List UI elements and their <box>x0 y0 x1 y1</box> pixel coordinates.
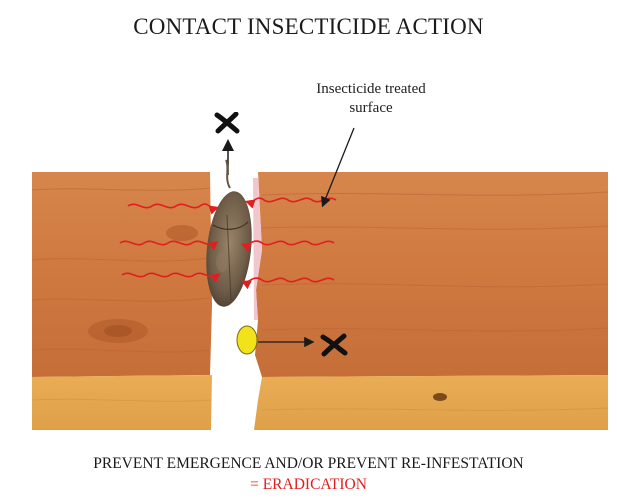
callout-line-2: surface <box>276 99 466 118</box>
cross-mark-icon <box>214 112 240 134</box>
diagram-title: CONTACT INSECTICIDE ACTION <box>0 14 617 40</box>
callout-label: Insecticide treated surface <box>276 80 466 118</box>
egg <box>237 326 257 354</box>
equals-sign: = <box>250 476 259 493</box>
eradication-label: ERADICATION <box>263 476 367 493</box>
result-conclusion: = ERADICATION <box>0 476 617 494</box>
cross-mark-icon <box>320 333 348 357</box>
result-statement: PREVENT EMERGENCE AND/OR PREVENT RE-INFE… <box>0 455 617 473</box>
left-wood-board <box>32 172 212 430</box>
right-wood-board <box>254 172 608 430</box>
callout-line-1: Insecticide treated <box>276 80 466 99</box>
